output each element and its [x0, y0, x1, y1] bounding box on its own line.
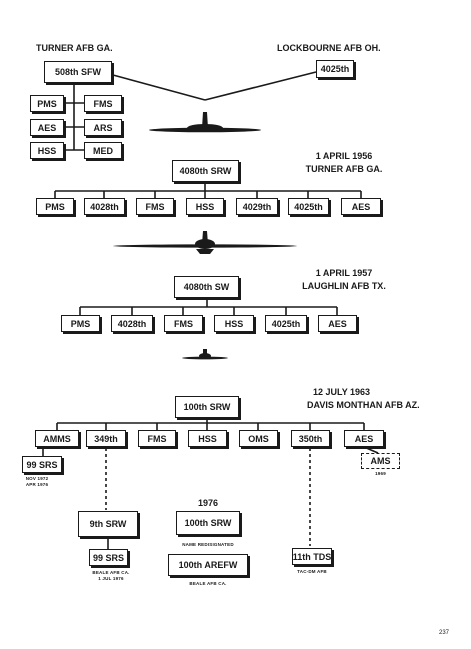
wing-9th-srw: 9th SRW — [78, 511, 138, 537]
note-beale-afb-ca: BEALE AFB CA. — [189, 581, 227, 586]
note-1969: 1969 — [375, 471, 386, 476]
unit-box: 4029th — [236, 198, 278, 215]
unit-box: AES — [30, 119, 64, 136]
unit-box: 4028th — [111, 315, 153, 332]
unit-box: ARS — [84, 119, 122, 136]
wing-100th-srw-1976: 100th SRW — [176, 511, 240, 535]
unit-box: PMS — [30, 95, 64, 112]
section1-right-base: LOCKBOURNE AFB OH. — [277, 43, 381, 53]
unit-box: AES — [318, 315, 357, 332]
squadron-11th-tds: 11th TDS — [292, 548, 332, 565]
wing-100th-srw: 100th SRW — [175, 396, 239, 418]
unit-box: HSS — [30, 142, 64, 159]
section4-base: DAVIS MONTHAN AFB AZ. — [307, 400, 420, 410]
page-number: 237 — [439, 630, 450, 636]
note-tac-dm-afb: TAC-DM AFB — [297, 569, 327, 574]
unit-box: 4025th — [288, 198, 329, 215]
unit-box: HSS — [188, 430, 227, 447]
unit-box: 4025th — [265, 315, 307, 332]
unit-box: HSS — [186, 198, 224, 215]
section2-base: TURNER AFB GA. — [305, 164, 383, 174]
unit-box: AES — [341, 198, 381, 215]
unit-box: FMS — [138, 430, 176, 447]
squadron-99-srs: 99 SRS — [22, 456, 62, 473]
note-beale-afb: BEALE AFB CA. — [92, 570, 130, 575]
squadron-99-srs-beale: 99 SRS — [89, 549, 128, 566]
unit-box: 4028th — [84, 198, 125, 215]
unit-box: AES — [344, 430, 384, 447]
wing-508th-sfw: 508th SFW — [44, 61, 112, 83]
unit-box: AMMS — [35, 430, 79, 447]
wing-4080th-srw: 4080th SRW — [172, 160, 239, 182]
unit-box: 349th — [86, 430, 126, 447]
wing-4025th: 4025th — [316, 60, 354, 78]
unit-box: 350th — [291, 430, 330, 447]
section2-date: 1 APRIL 1956 — [315, 151, 373, 161]
unit-box: FMS — [136, 198, 174, 215]
section4-date: 12 JULY 1963 — [313, 387, 371, 397]
section3-date: 1 APRIL 1957 — [315, 268, 373, 278]
unit-box: PMS — [61, 315, 100, 332]
unit-box: HSS — [214, 315, 254, 332]
note-name-redesignated: NAME REDISIGNATED — [182, 542, 234, 547]
unit-box: MED — [84, 142, 122, 159]
section3-base: LAUGHLIN AFB TX. — [302, 281, 386, 291]
wing-4080th-sw: 4080th SW — [174, 276, 239, 298]
note-1-jul-1976: 1 JUL 1976 — [98, 576, 124, 581]
unit-box: OMS — [239, 430, 278, 447]
aircraft-icon — [182, 349, 228, 360]
year-1976: 1976 — [197, 498, 219, 508]
ams-dashed-box: AMS — [361, 453, 400, 469]
note-nov-1972: NOV 1972 — [25, 476, 49, 481]
unit-box: FMS — [84, 95, 122, 112]
aircraft-icon — [149, 112, 261, 133]
section1-left-base: TURNER AFB GA. — [36, 43, 113, 53]
unit-box: FMS — [164, 315, 203, 332]
note-apr-1976: APR 1976 — [25, 482, 49, 487]
wing-100th-arefw: 100th AREFW — [168, 554, 248, 576]
aircraft-icon — [113, 231, 297, 254]
unit-box: PMS — [36, 198, 74, 215]
